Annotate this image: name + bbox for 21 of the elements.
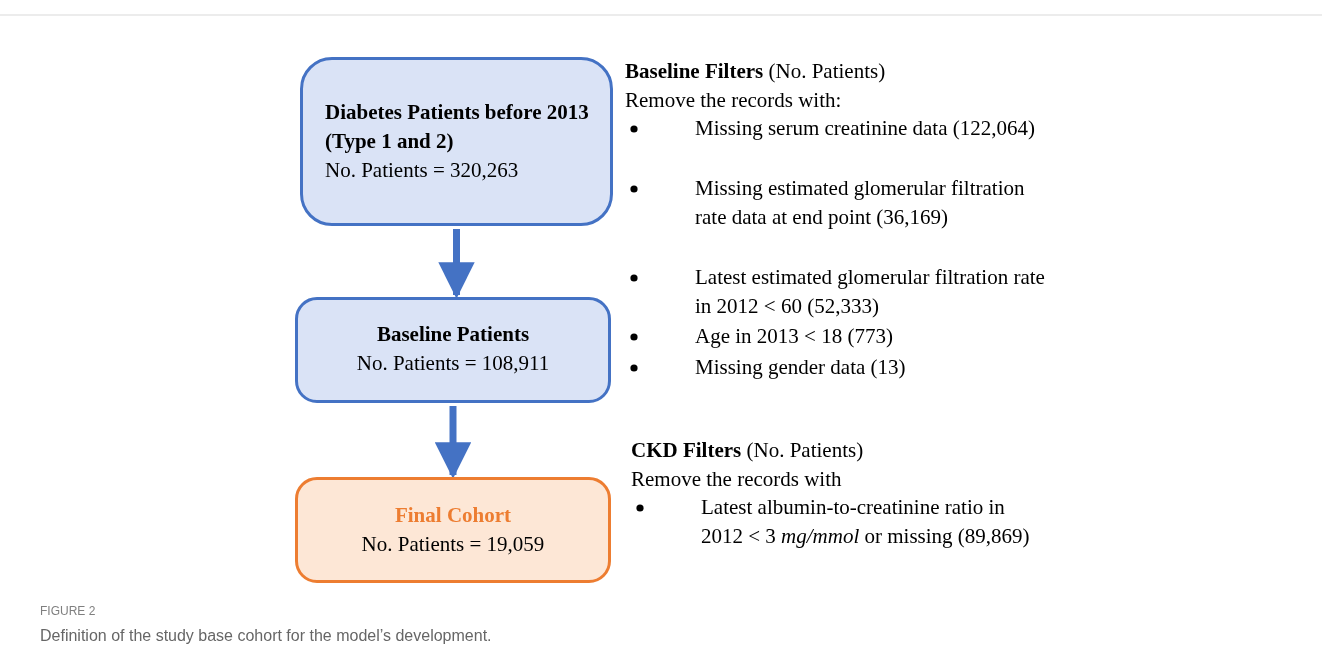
box-text: No. Patients = 320,263 (325, 157, 519, 184)
box-text: No. Patients = 19,059 (361, 531, 545, 558)
list-item: Missing estimated glomerular filtration rate data at end point (36,169) (695, 175, 1026, 231)
box-title: Final Cohort (394, 502, 512, 529)
list-item: Age in 2013 < 18 (773) (695, 323, 894, 350)
box-title: Diabetes Patients before 2013 (Type 1 and 2) (325, 99, 590, 155)
figure-caption: Definition of the study base cohort for the model’s development. (40, 627, 492, 645)
process-box (295, 477, 611, 583)
process-box (295, 297, 611, 403)
process-box (300, 57, 613, 226)
box-text: No. Patients = 108,911 (356, 350, 550, 377)
box-title: Baseline Patients (376, 321, 530, 348)
filter-heading: CKD Filters (No. Patients) (631, 437, 865, 464)
list-item: Missing serum creatinine data (122,064) (695, 115, 1036, 142)
filter-heading: Baseline Filters (No. Patients) (625, 58, 887, 85)
list-item: Latest estimated glomerular filtration rate in 2012 < 60 (52,333) (695, 264, 1046, 320)
figure-label: FIGURE 2 (40, 604, 96, 618)
list-item: Missing gender data (13) (695, 354, 907, 381)
note-text: Remove the records with (631, 466, 843, 493)
list-item: Latest albumin-to-creatinine ratio in 2012 < 3 mg/mmol or missing (89,869) (701, 494, 1031, 550)
note-text: Remove the records with: (625, 87, 843, 114)
